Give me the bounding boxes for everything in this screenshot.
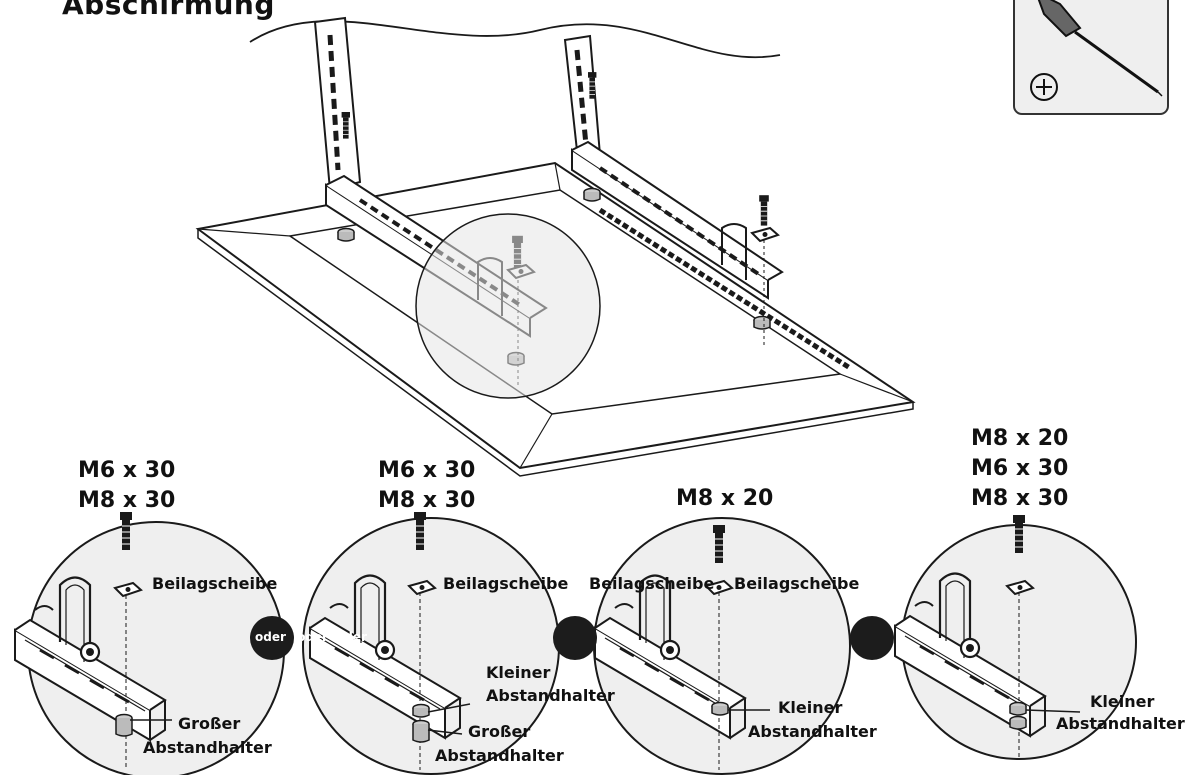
washer-label: Beilagscheibe	[734, 574, 860, 593]
size-label: M6 x 30	[971, 456, 1069, 481]
spacer-label: Großer	[178, 714, 241, 733]
size-label: M6 x 30	[78, 458, 176, 483]
large-spacer-label: Großer	[468, 722, 531, 741]
small-spacer-label: Kleiner	[486, 663, 551, 682]
detail-circle-4	[893, 514, 1137, 760]
oder-text: oder	[297, 630, 328, 644]
spacer-label: Kleiner	[778, 698, 843, 717]
size-label: M8 x 30	[971, 486, 1069, 511]
washer-label: Beilagscheibe	[152, 574, 278, 593]
phillips-symbol-icon	[1030, 73, 1058, 101]
tool-box	[1013, 0, 1169, 115]
size-label: M6 x 30	[378, 458, 476, 483]
separator-dot-3	[850, 616, 894, 660]
zoom-circle	[415, 213, 601, 399]
size-label: M8 x 30	[78, 488, 176, 513]
detail-3-sizes: M8 x 20	[676, 484, 773, 514]
spacer-label: Abstandhalter	[748, 722, 877, 741]
detail-2-sizes: M6 x 30 M8 x 30	[378, 456, 475, 516]
spacer-label: Abstandhalter	[143, 738, 272, 757]
large-spacer-label: Abstandhalter	[435, 746, 564, 765]
separator-dot-2	[553, 616, 597, 660]
separator-dot-1	[250, 616, 294, 660]
washer-label: Beilagscheibe	[589, 574, 715, 593]
size-label: M8 x 20	[676, 486, 774, 511]
washer-label: Beilagscheibe	[443, 574, 569, 593]
detail-1-sizes: M6 x 30 M8 x 30	[78, 456, 175, 516]
oder-text: oder	[255, 630, 286, 644]
size-label: M8 x 30	[378, 488, 476, 513]
detail-circle-1	[13, 511, 285, 775]
size-label: M8 x 20	[971, 426, 1069, 451]
section-title: Abschirmung	[62, 0, 275, 21]
oder-text: oder	[336, 630, 367, 644]
detail-4-sizes: M8 x 20 M6 x 30 M8 x 30	[971, 424, 1068, 514]
small-spacer-label: Abstandhalter	[486, 686, 615, 705]
spacer-label: Kleiner	[1090, 692, 1155, 711]
main-illustration	[195, 16, 916, 477]
phillips-screwdriver-icon	[1037, 0, 1163, 97]
spacer-label: Abstandhalter	[1056, 714, 1185, 733]
